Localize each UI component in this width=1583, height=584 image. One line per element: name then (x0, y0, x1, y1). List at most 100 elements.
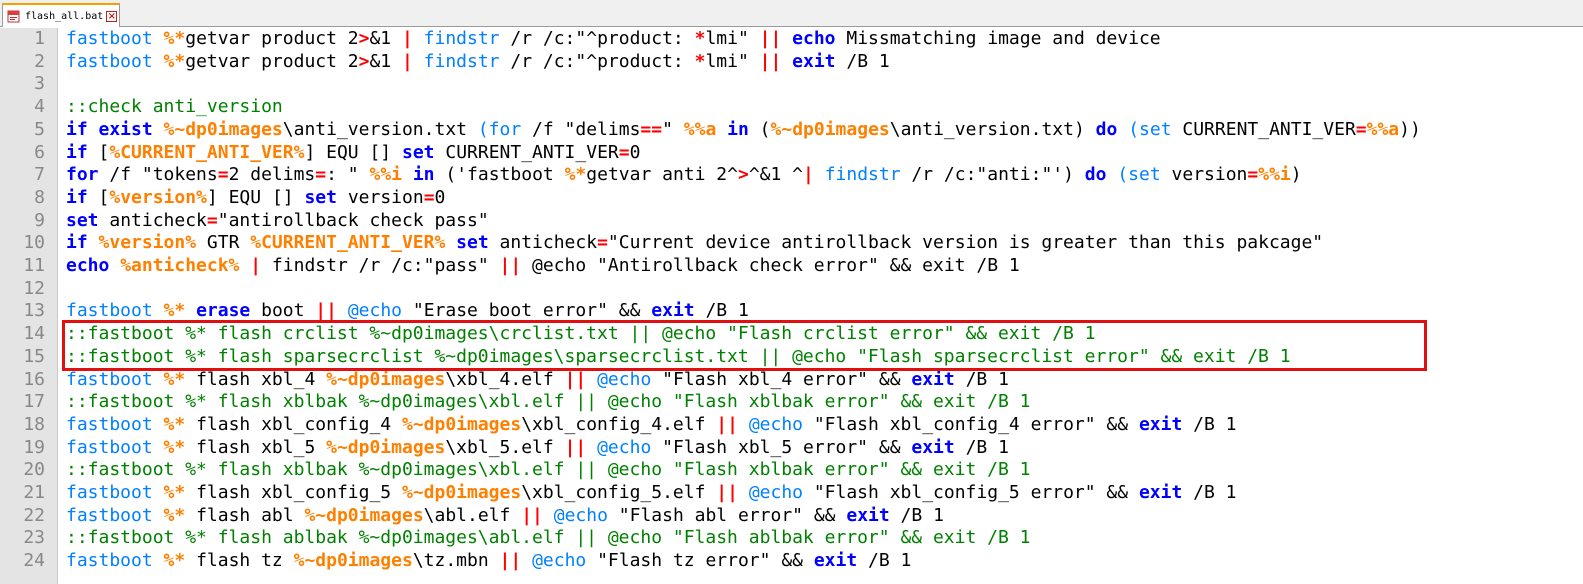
code-token: || (315, 300, 337, 322)
code-token (781, 51, 792, 72)
code-token: || (564, 368, 587, 390)
code-token: getvar product 2 (185, 28, 359, 49)
code-token: \anti_version.txt (282, 118, 478, 140)
code-token: exit (792, 50, 836, 72)
code-token: ::fastboot %* flash crclist %~dp0images\… (66, 323, 1096, 345)
code-token: %* (163, 28, 186, 49)
code-token (521, 550, 532, 571)
code-token: @echo (597, 436, 652, 458)
code-text: ::fastboot %* flash ablbak %~dp0images\a… (66, 527, 1031, 550)
code-token: = (1247, 164, 1259, 186)
close-icon[interactable]: × (106, 10, 118, 22)
code-token: || (759, 28, 782, 49)
code-text: fastboot %* erase boot || @echo "Erase b… (66, 300, 749, 323)
code-line[interactable]: 15::fastboot %* flash sparsecrclist %~dp… (0, 346, 1583, 369)
code-token (716, 119, 727, 140)
code-token: = (618, 141, 630, 163)
code-token: version (336, 186, 424, 208)
code-token: set (66, 209, 99, 231)
line-number: 13 (23, 300, 45, 322)
code-line[interactable]: 12 (0, 278, 1583, 301)
code-token: /B 1 (857, 550, 912, 572)
line-number: 21 (23, 482, 45, 503)
code-text: for /f "tokens=2 delims=: " %%i in ('fas… (66, 164, 1302, 187)
line-number: 10 (23, 232, 45, 254)
code-token: set (402, 141, 435, 163)
code-token (781, 28, 792, 49)
code-token: /B 1 (1182, 482, 1237, 503)
code-token: fastboot (66, 413, 164, 435)
code-line[interactable]: 3 (0, 73, 1583, 96)
code-token: "Flash xbl_config_5 error" && (803, 482, 1139, 503)
code-text: fastboot %* flash xbl_config_5 %~dp0imag… (66, 482, 1237, 505)
code-token: fastboot (66, 504, 164, 526)
line-number: 18 (23, 413, 45, 435)
code-token: echo (792, 28, 836, 49)
code-token: %~dp0images (326, 368, 446, 390)
code-line[interactable]: 17::fastboot %* flash xblbak %~dp0images… (0, 391, 1583, 414)
code-token: do (1084, 164, 1107, 186)
code-token: %CURRENT_ANTI_VER% (109, 141, 305, 163)
code-token (586, 369, 597, 390)
code-text: ::fastboot %* flash xblbak %~dp0images\x… (66, 459, 1031, 482)
code-token: %~dp0images (163, 118, 283, 140)
code-token: findstr (813, 164, 901, 186)
code-token: || (499, 255, 522, 276)
code-token: if (66, 141, 88, 163)
code-token: \xbl_config_5.elf (521, 482, 717, 503)
code-line[interactable]: 20::fastboot %* flash xblbak %~dp0images… (0, 459, 1583, 482)
code-line[interactable]: 21 fastboot %* flash xbl_config_5 %~dp0im… (0, 482, 1583, 505)
code-token: "Flash tz error" && (586, 550, 814, 572)
code-token: = (217, 164, 229, 186)
code-token: )) (1399, 118, 1421, 140)
code-token (337, 300, 348, 321)
code-token: == (640, 118, 663, 140)
code-line[interactable]: 13 fastboot %* erase boot || @echo "Erase… (0, 300, 1583, 323)
code-token: %* (163, 413, 186, 435)
code-token: %~dp0images (304, 504, 424, 526)
code-line[interactable]: 23::fastboot %* flash ablbak %~dp0images… (0, 527, 1583, 550)
code-line[interactable]: 4::check anti_version (0, 96, 1583, 119)
code-text: if [%version%] EQU [] set version=0 (66, 187, 445, 210)
code-token: @echo (347, 300, 403, 322)
code-token: fastboot (66, 300, 164, 322)
tab-flash-all-bat[interactable]: flash_all.bat × (2, 3, 120, 27)
line-number: 15 (23, 345, 45, 367)
code-token: "Flash xbl_4 error" && (651, 368, 912, 390)
code-token: %* (163, 482, 186, 503)
code-token: in (412, 164, 435, 186)
line-number: 12 (23, 277, 45, 299)
code-token: %~dp0images (401, 482, 522, 503)
code-token: exit (846, 504, 890, 526)
code-token: > (737, 164, 749, 186)
code-token: [ (87, 141, 110, 163)
line-number: 17 (23, 391, 45, 413)
code-token (445, 232, 456, 253)
code-token: %* (163, 368, 186, 390)
line-number: 1 (34, 28, 45, 49)
code-token: \xbl_5.elf (445, 436, 565, 458)
code-token: || (716, 482, 738, 503)
code-line[interactable]: 14::fastboot %* flash crclist %~dp0image… (0, 323, 1583, 346)
code-token: (for (477, 118, 522, 140)
code-token: \abl.elf (423, 504, 522, 526)
code-token: /f "delims (521, 118, 641, 140)
code-token: %* (163, 550, 186, 572)
code-token: = (423, 186, 435, 208)
code-token (1117, 119, 1128, 140)
